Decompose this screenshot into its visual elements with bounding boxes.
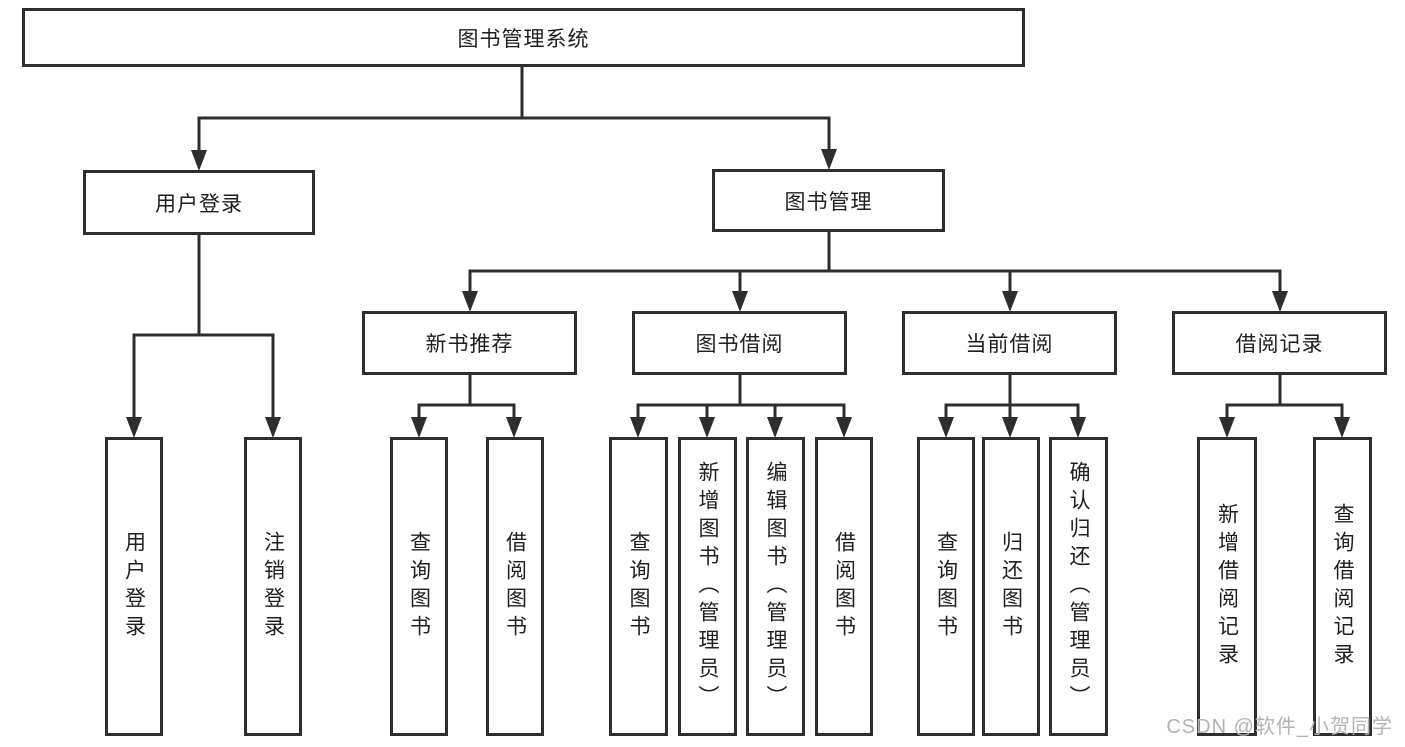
node-label: 用户登录: [155, 192, 243, 216]
leaf-add-books-admin: 新增图书（管理员）: [678, 437, 737, 736]
node-label: 查询图书: [407, 530, 431, 643]
leaf-user-login: 用户登录: [105, 437, 163, 736]
watermark: CSDN @软件_小贺同学: [1166, 716, 1393, 738]
node-label: 新增借阅记录: [1215, 502, 1239, 671]
node-library-management-system: 图书管理系统: [22, 8, 1025, 67]
leaf-query-books-current: 查询图书: [917, 437, 975, 736]
node-label: 编辑图书（管理员）: [764, 460, 787, 713]
node-label: 借阅图书: [832, 530, 856, 643]
node-label: 归还图书: [999, 530, 1023, 643]
node-label: 借阅图书: [503, 530, 527, 643]
node-borrowing-records: 借阅记录: [1172, 311, 1387, 375]
leaf-return-books: 归还图书: [982, 437, 1040, 736]
leaf-confirm-return-admin: 确认归还（管理员）: [1049, 437, 1108, 736]
node-current-borrowing: 当前借阅: [902, 311, 1117, 375]
node-book-management: 图书管理: [712, 169, 945, 232]
node-label: 用户登录: [122, 530, 146, 643]
leaf-query-books-borrowing: 查询图书: [609, 437, 668, 736]
node-label: 新书推荐: [425, 333, 514, 356]
node-label: 注销登录: [261, 530, 285, 643]
node-user-login: 用户登录: [83, 170, 315, 235]
node-label: 借阅记录: [1235, 333, 1324, 356]
leaf-edit-books-admin: 编辑图书（管理员）: [746, 437, 805, 736]
node-label: 当前借阅: [965, 333, 1054, 356]
node-label: 查询图书: [934, 530, 958, 643]
node-label: 新增图书（管理员）: [696, 460, 719, 713]
leaf-borrow-books-recommend: 借阅图书: [486, 437, 544, 736]
leaf-logout-login: 注销登录: [244, 437, 302, 736]
node-label: 图书管理: [784, 190, 873, 214]
node-label: 图书借阅: [695, 333, 784, 356]
node-label: 确认归还（管理员）: [1067, 460, 1090, 713]
leaf-query-books-recommend: 查询图书: [390, 437, 448, 736]
leaf-borrow-books-borrowing: 借阅图书: [815, 437, 873, 736]
node-label: 查询图书: [627, 530, 650, 643]
node-new-book-recommendation: 新书推荐: [362, 311, 577, 375]
node-label: 图书管理系统: [457, 27, 590, 51]
node-label: 查询借阅记录: [1331, 502, 1354, 671]
leaf-query-borrow-record: 查询借阅记录: [1313, 437, 1372, 736]
leaf-add-borrow-record: 新增借阅记录: [1197, 437, 1257, 736]
node-book-borrowing: 图书借阅: [632, 311, 847, 375]
